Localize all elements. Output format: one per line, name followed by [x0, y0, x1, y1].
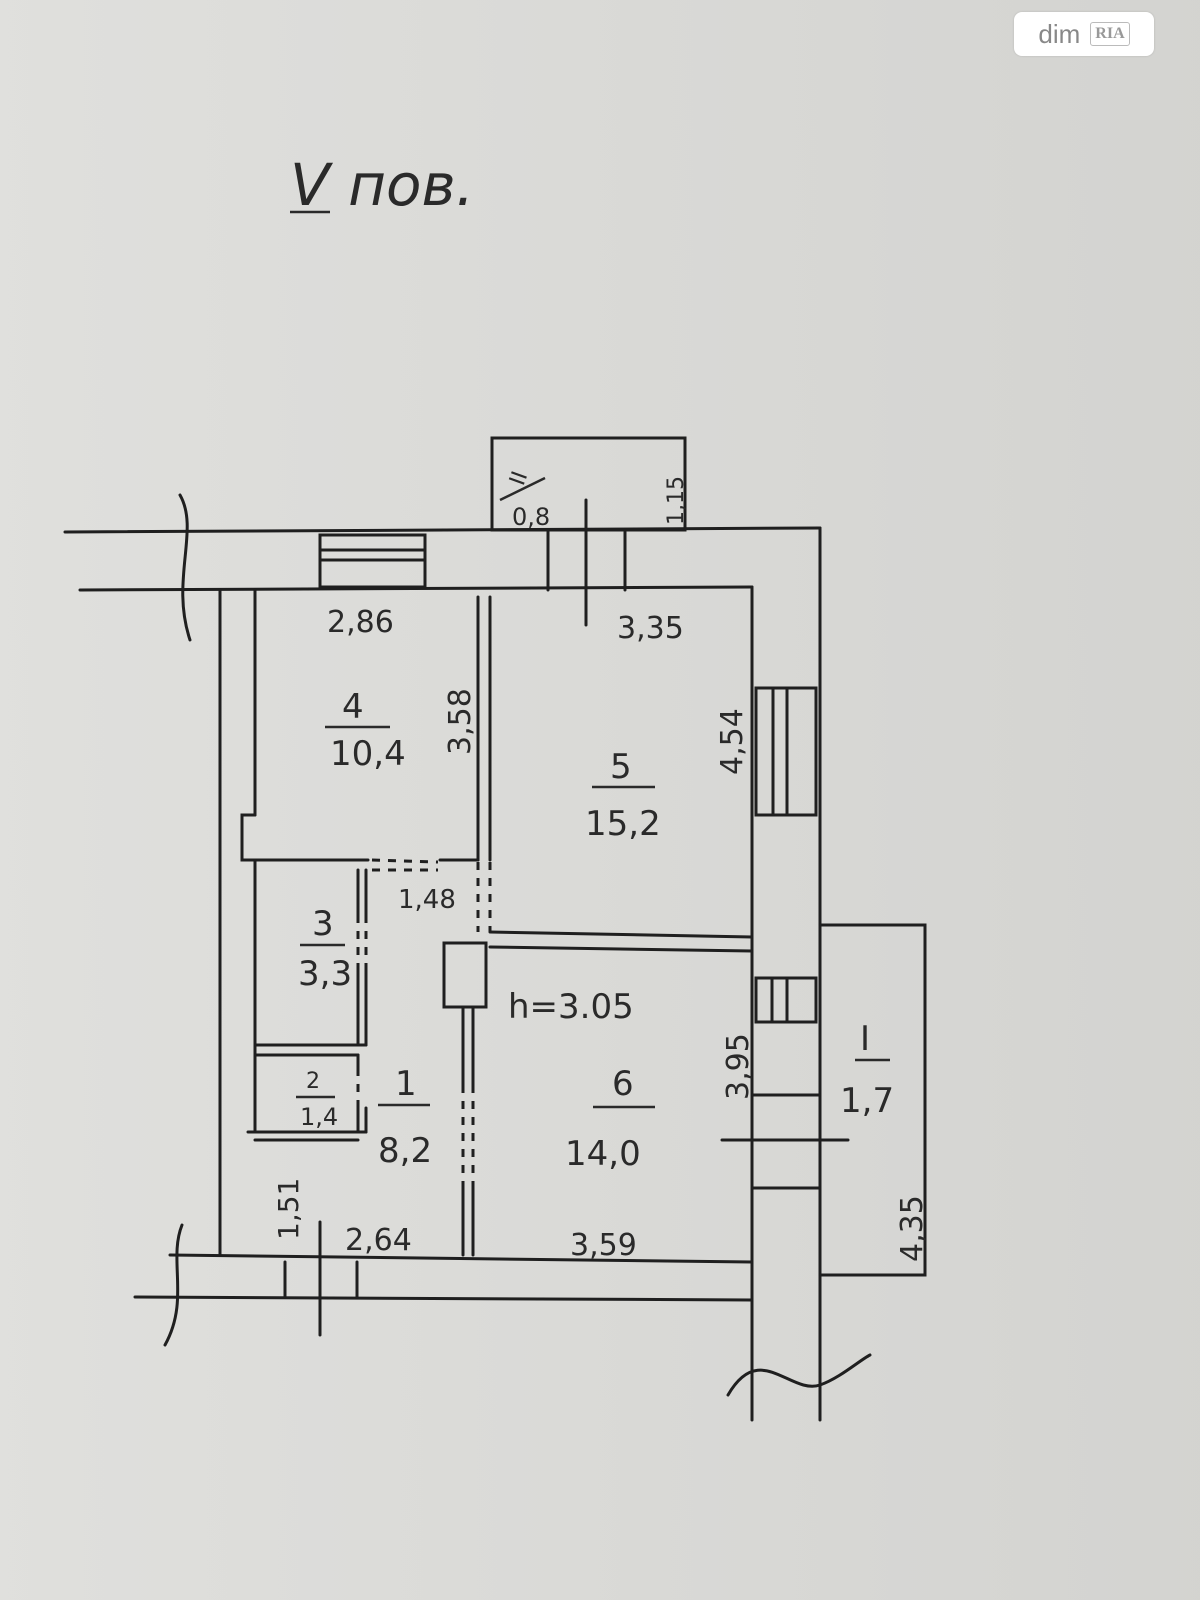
room5-number: 5: [610, 747, 632, 787]
balcony-ii: [490, 436, 687, 532]
room1-area: 8,2: [378, 1131, 432, 1171]
balcony-i-number: I: [860, 1019, 870, 1059]
dim-room4-width: 2,86: [327, 605, 394, 640]
door-room4: [371, 858, 439, 864]
room6-number: 6: [612, 1064, 634, 1104]
dim-room5-width: 3,35: [617, 611, 684, 646]
balcony-i: [818, 923, 927, 1277]
wall-bottom-inner: [168, 1253, 754, 1264]
wall-bottom-outer: [133, 1295, 754, 1302]
wall-break-bottom-right: [726, 1353, 872, 1397]
dim-corridor-gap: 1,48: [398, 885, 456, 915]
wall-break-bottom-left: [163, 1223, 184, 1347]
room4-number: 4: [342, 687, 364, 727]
dim-room4-height: 3,58: [443, 688, 478, 755]
ventilation-shaft: [442, 941, 488, 1009]
room5-area: 15,2: [585, 804, 661, 844]
dim-bottom-right: 3,59: [570, 1228, 637, 1263]
ceiling-height: h=3.05: [508, 987, 634, 1027]
dim-balcony1-length: 4,35: [895, 1195, 930, 1262]
watermark-brand: dim: [1038, 18, 1081, 49]
dim-room5-height: 4,54: [715, 708, 750, 775]
dim-entry-width: 1,51: [272, 1178, 305, 1240]
room1-number: 1: [395, 1064, 417, 1104]
watermark-logo: dim RIA: [1014, 12, 1154, 56]
balcony-ii-number: II: [505, 468, 533, 489]
wall-top-outer: [63, 526, 822, 534]
balcony-ii-area: 0,8: [512, 503, 550, 531]
room4-area: 10,4: [330, 734, 406, 774]
dim-balcony2-depth: 1,15: [664, 476, 689, 525]
room2-number: 2: [306, 1069, 320, 1094]
room2-area: 1,4: [300, 1103, 338, 1131]
dim-room6-height: 3,95: [721, 1033, 756, 1100]
room3-area: 3,3: [298, 954, 352, 994]
floor-label: V пов.: [290, 151, 474, 219]
balcony-i-area: 1,7: [840, 1081, 894, 1121]
wall-break-top-left: [178, 493, 192, 642]
watermark-badge: RIA: [1090, 22, 1130, 46]
dim-bottom-left: 2,64: [345, 1223, 412, 1258]
room3-number: 3: [312, 904, 334, 944]
room6-area: 14,0: [565, 1134, 641, 1174]
partition-5-6: [488, 930, 754, 939]
